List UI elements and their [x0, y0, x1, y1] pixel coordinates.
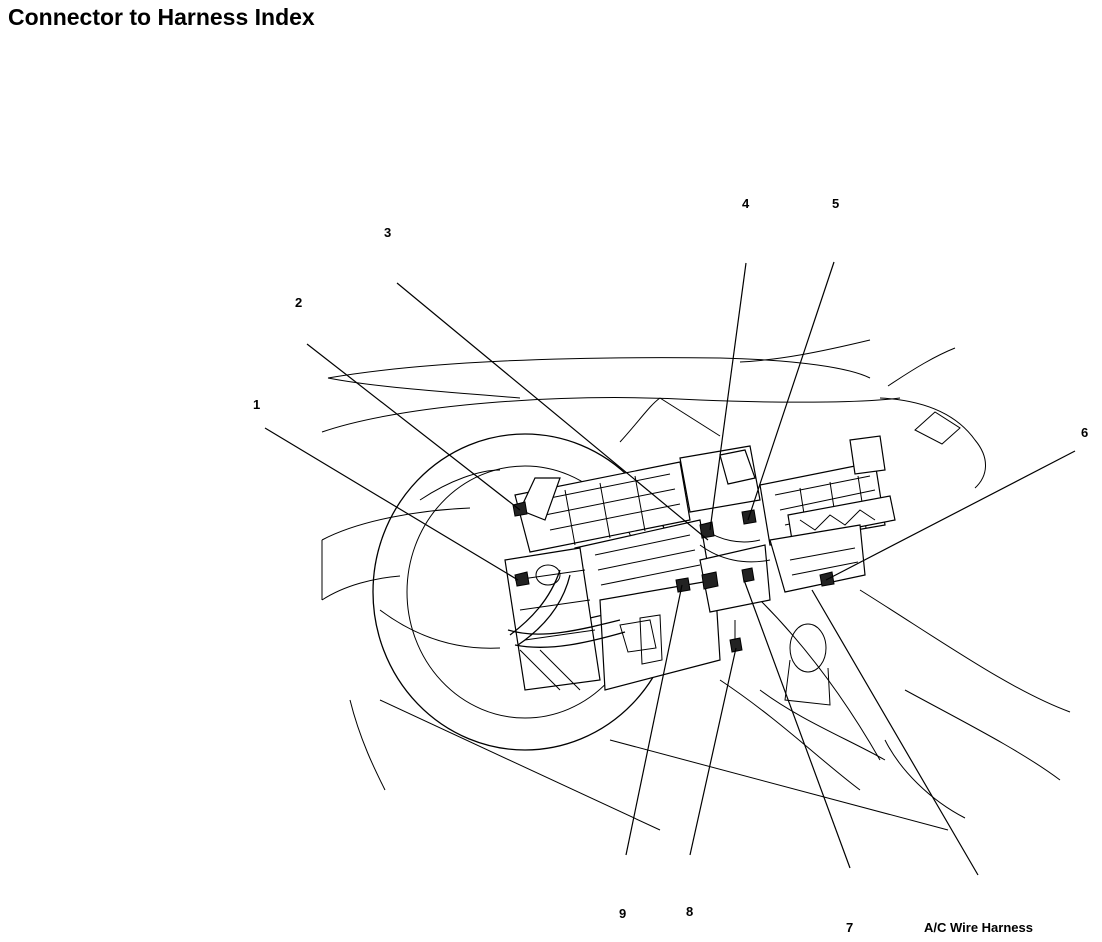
hoses — [507, 564, 626, 691]
gear-shifter — [759, 623, 886, 761]
callout-9: 9 — [619, 906, 627, 921]
callout-6: 6 — [1081, 425, 1089, 440]
callout-7: 7 — [846, 920, 854, 935]
callout-5: 5 — [832, 196, 840, 211]
hvac-unit — [504, 435, 896, 691]
callout-1: 1 — [253, 397, 261, 412]
callout-3: 3 — [384, 225, 392, 240]
page-title: Connector to Harness Index — [8, 4, 315, 30]
callout-2: 2 — [295, 295, 303, 310]
callout-4: 4 — [742, 196, 750, 211]
callout-8: 8 — [686, 904, 694, 919]
leader-lines — [264, 261, 1076, 876]
dashboard-outline — [321, 339, 1071, 831]
ac-wire-harness-label: A/C Wire Harness — [924, 920, 1033, 935]
